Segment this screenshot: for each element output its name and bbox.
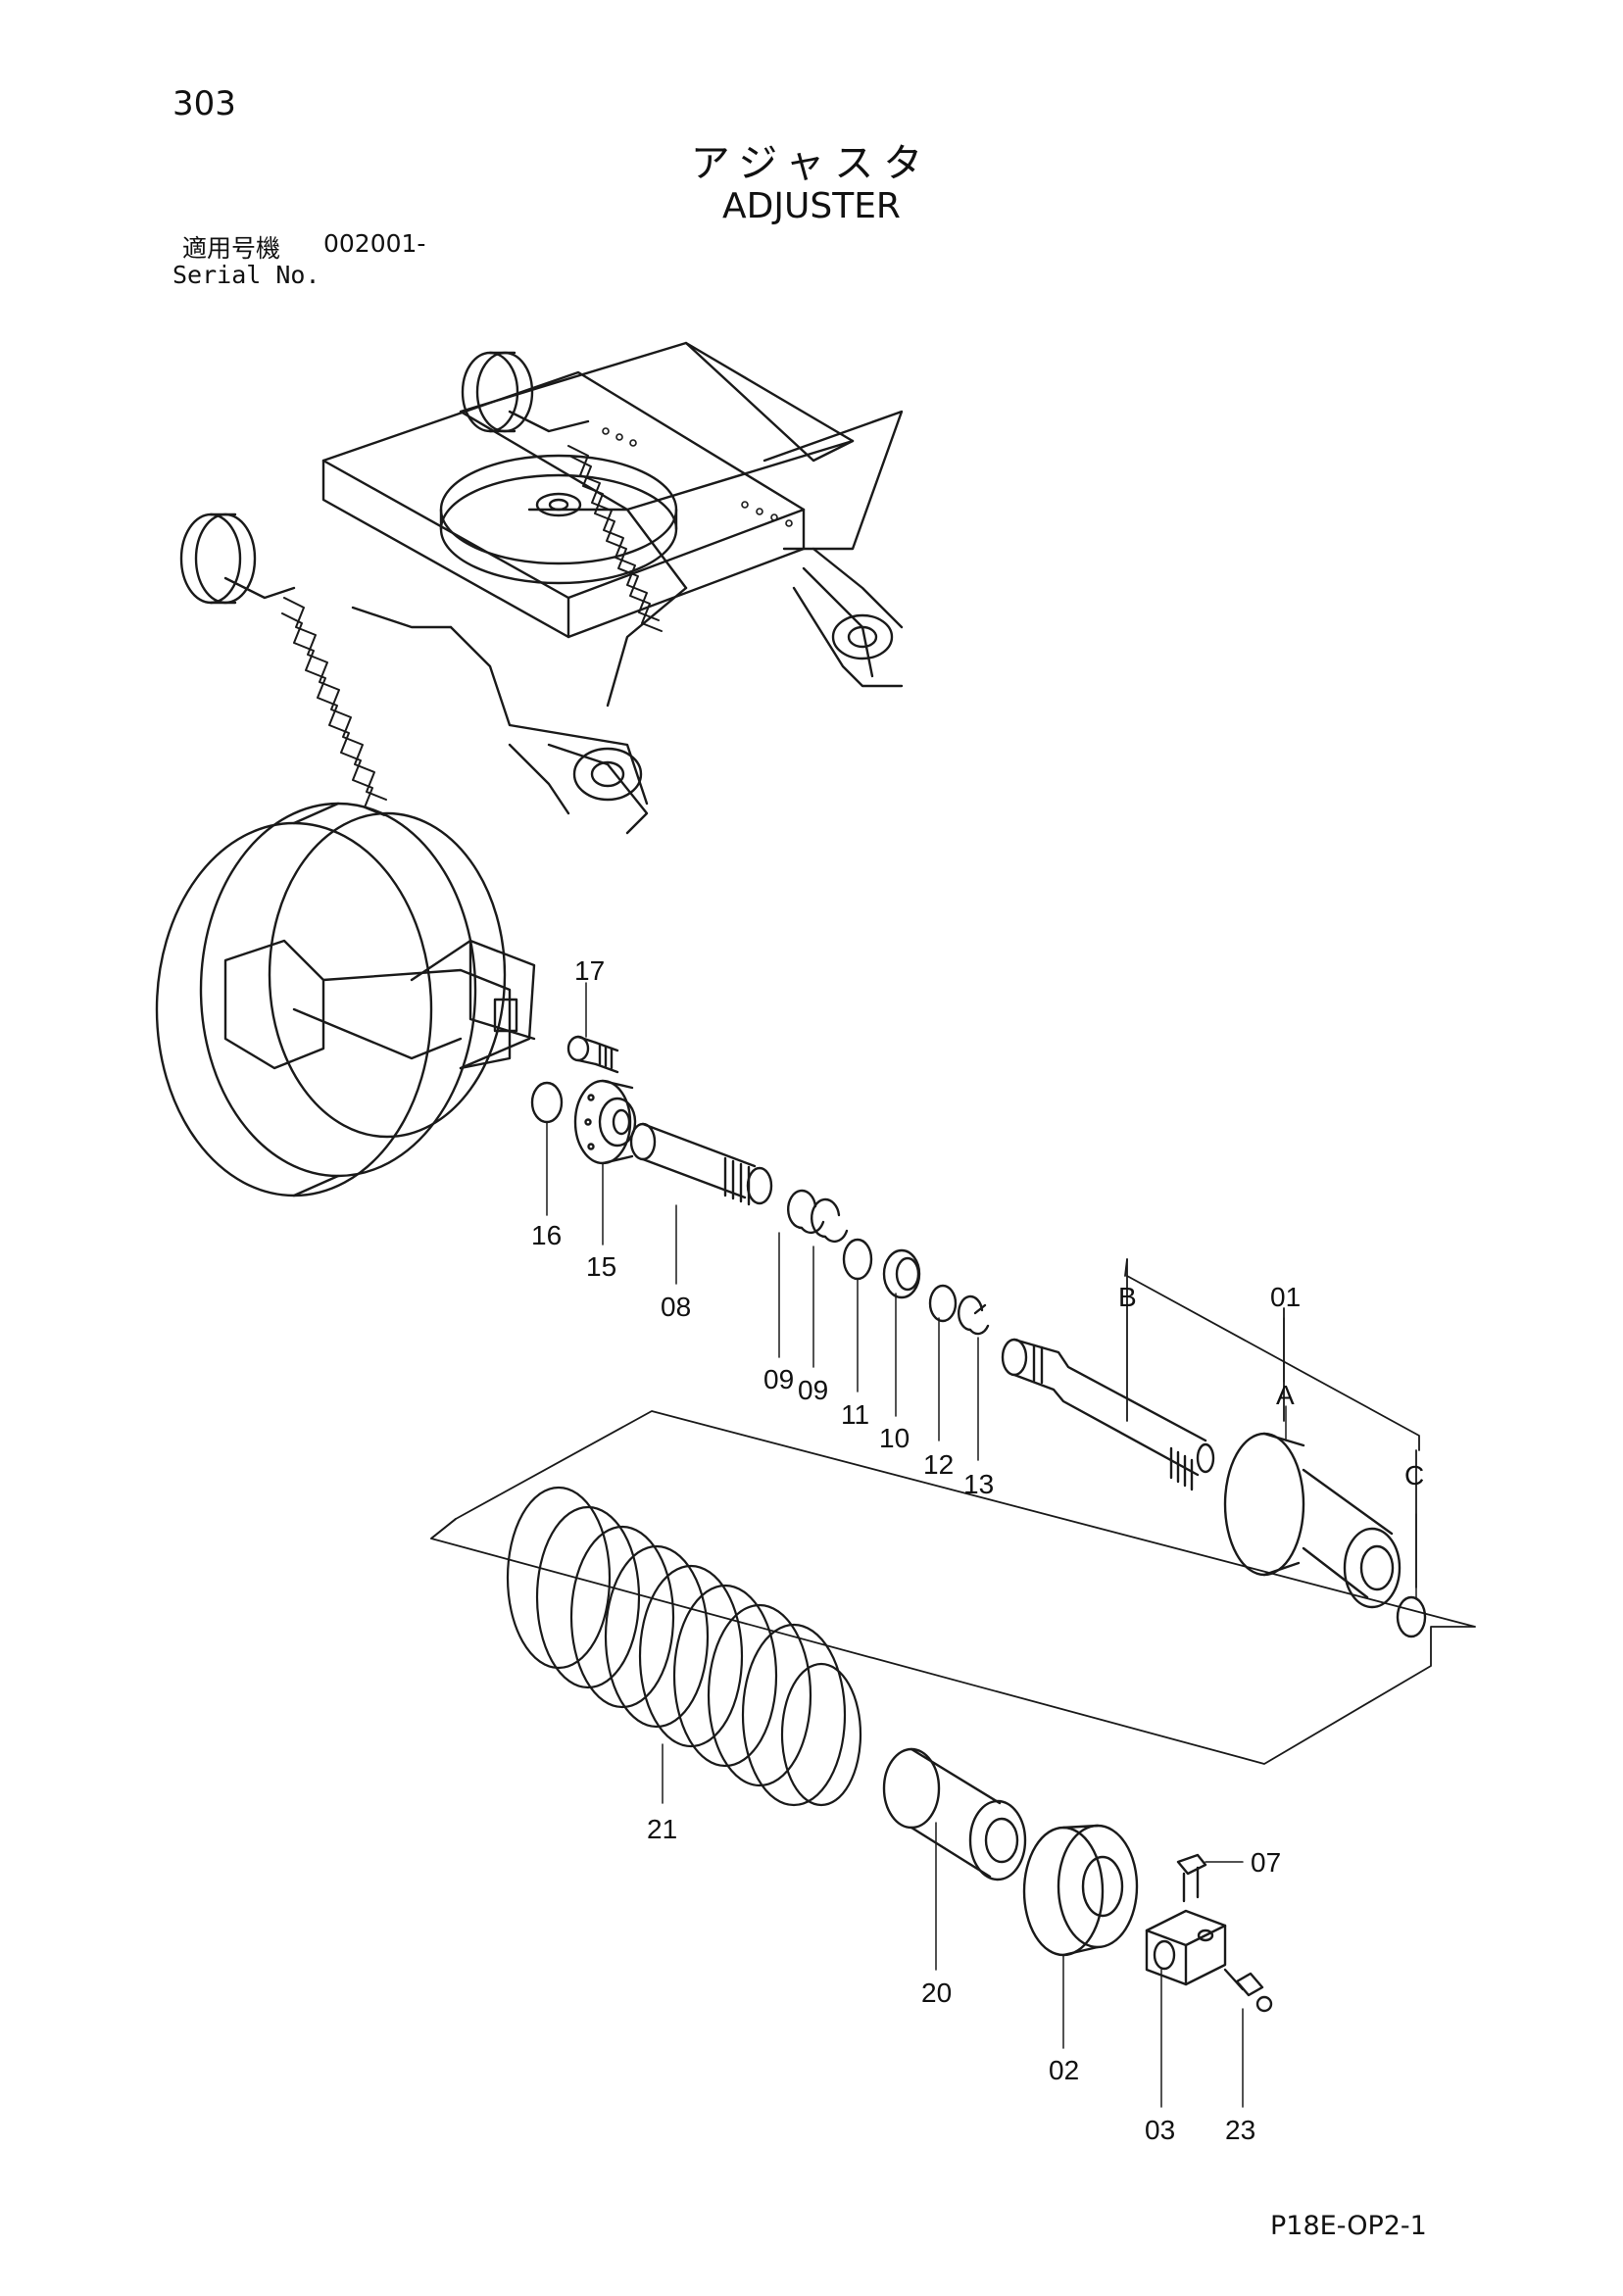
serial-label-japanese: 適用号機 [182, 234, 281, 263]
callout-03: 03 [1145, 2115, 1175, 2145]
drawing-code: P18E-OP2-1 [1270, 2211, 1427, 2241]
serial-label-english: Serial No. [172, 261, 320, 289]
callout-20: 20 [921, 1978, 952, 2008]
callout-02: 02 [1049, 2055, 1079, 2085]
callout-17: 17 [574, 955, 605, 986]
callout-11: 11 [841, 1399, 869, 1430]
callout-12: 12 [923, 1449, 954, 1480]
part-20-tube [882, 1747, 1027, 1881]
callout-21: 21 [647, 1814, 677, 1844]
serial-number-value: 002001- [323, 229, 426, 258]
callout-ref-b: B [1118, 1282, 1137, 1312]
track-frame-illustration [179, 341, 904, 835]
callout-09-a: 09 [763, 1364, 794, 1394]
callout-09-b: 09 [798, 1375, 828, 1405]
part-03-valve-body [1145, 1909, 1227, 1986]
part-07-plug [1176, 1853, 1207, 1903]
part-15-flange [573, 1079, 637, 1165]
part-10-seal [882, 1248, 921, 1299]
callout-01: 01 [1270, 1282, 1301, 1312]
part-01-cylinder [1223, 1432, 1402, 1609]
part-09-split-rings [786, 1189, 849, 1244]
part-12-ring [928, 1284, 958, 1323]
callout-ref-a: A [1276, 1380, 1295, 1410]
part-11-ring [842, 1238, 873, 1281]
callout-08: 08 [661, 1292, 691, 1322]
part-17-bolt [566, 1035, 619, 1074]
title-japanese: アジャスタ [690, 141, 933, 186]
cylinder-rod [1001, 1338, 1215, 1491]
part-02-flange [1022, 1824, 1139, 1957]
callout-10: 10 [879, 1423, 910, 1453]
page-number: 303 [172, 84, 236, 123]
part-08-rod [629, 1122, 773, 1206]
part-16-o-ring [530, 1081, 564, 1124]
callout-ref-c: C [1404, 1460, 1424, 1490]
part-13-snap-ring [957, 1295, 990, 1336]
idler-wheel-illustration [155, 802, 536, 1197]
o-ring-c [1396, 1595, 1427, 1638]
part-23-grease-fitting [1223, 1968, 1273, 2013]
callout-13: 13 [963, 1469, 994, 1499]
part-21-spring [506, 1486, 862, 1807]
callout-23: 23 [1225, 2115, 1255, 2145]
title-english: ADJUSTER [722, 186, 901, 226]
callout-07: 07 [1251, 1847, 1281, 1878]
leader-lines [546, 982, 1417, 2108]
callout-15: 15 [586, 1251, 616, 1282]
callout-16: 16 [531, 1220, 562, 1250]
